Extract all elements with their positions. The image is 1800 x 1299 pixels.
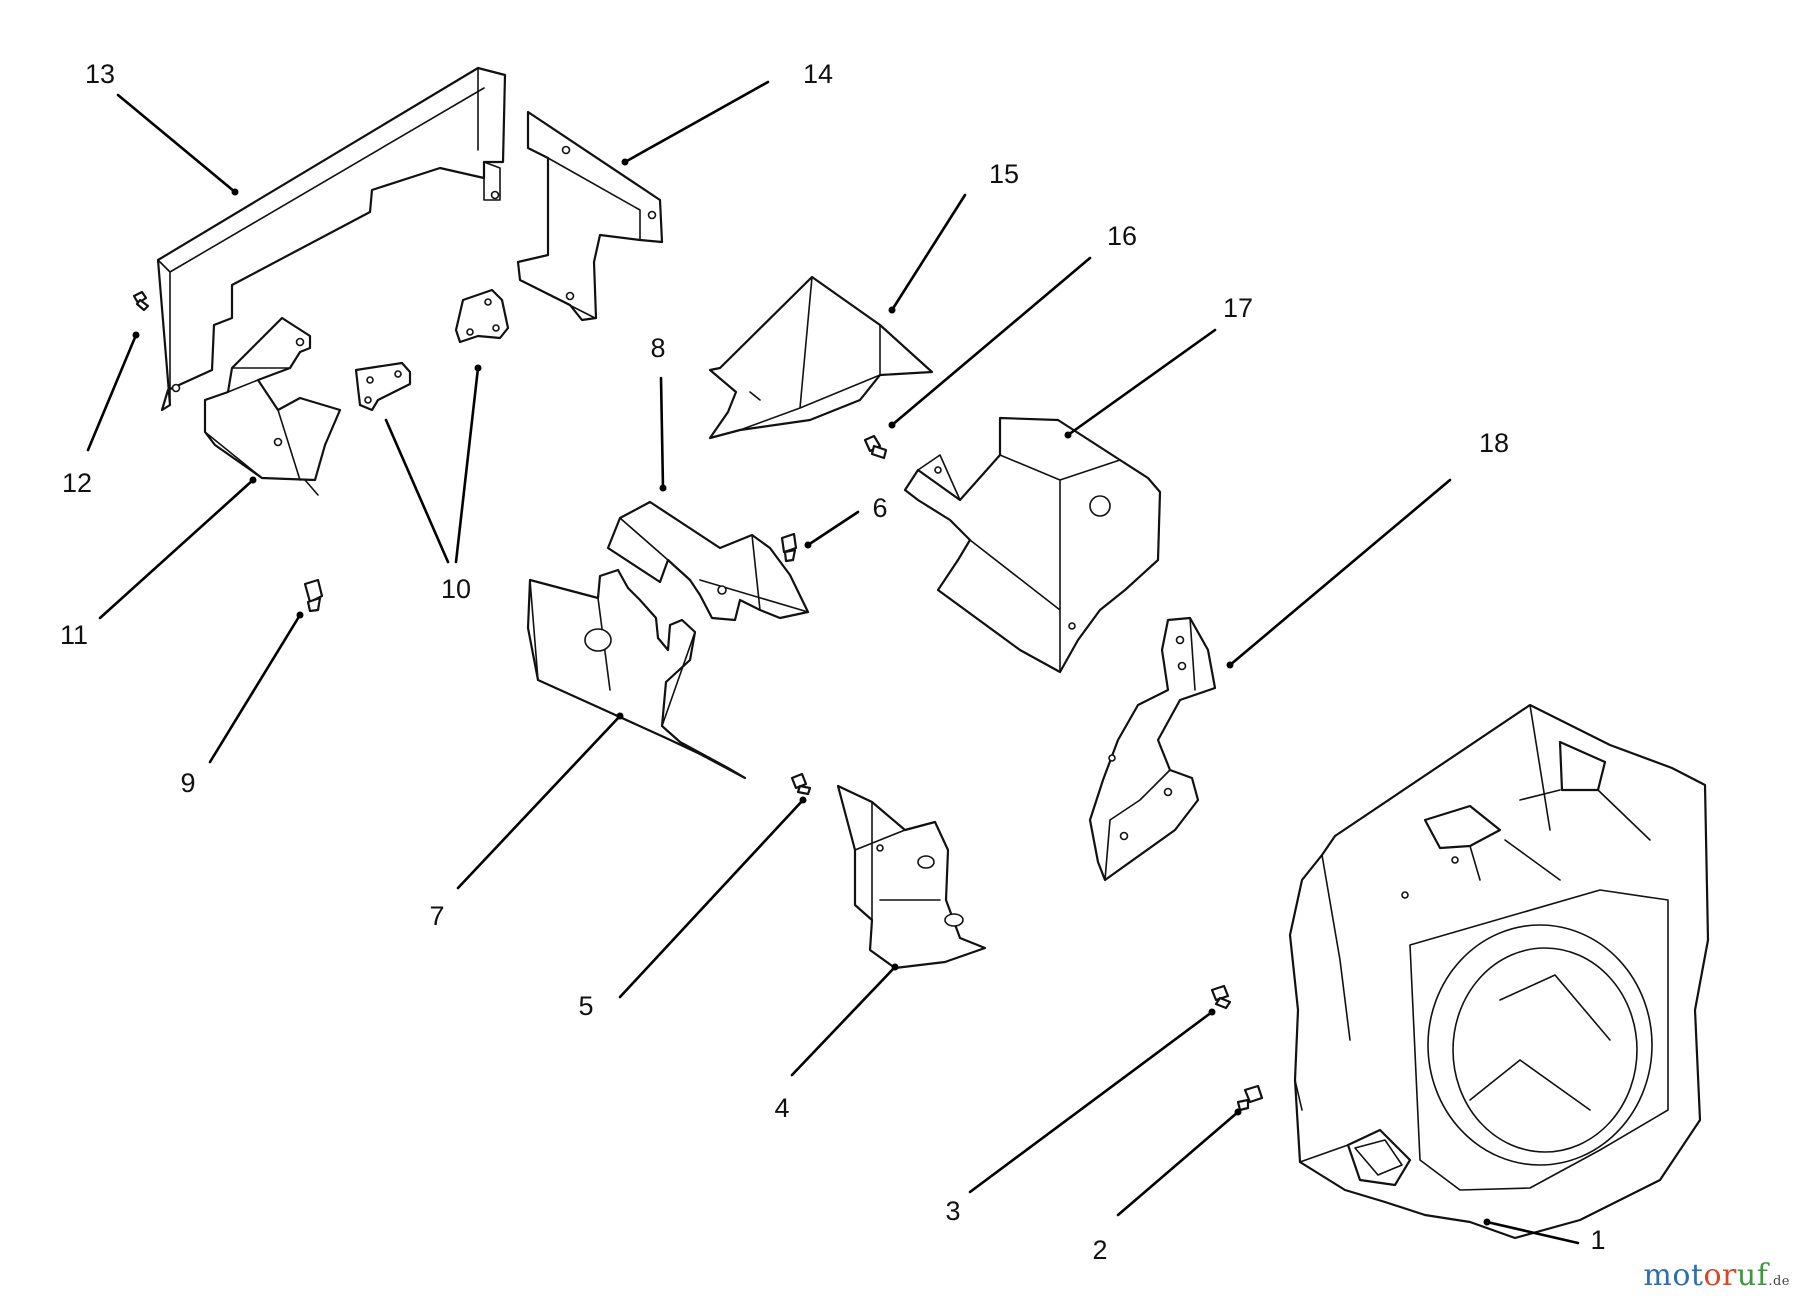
part-9-screw bbox=[303, 578, 324, 613]
watermark-part-c: uf bbox=[1736, 1258, 1769, 1293]
leader-18 bbox=[1228, 478, 1452, 667]
leader-10b bbox=[454, 366, 480, 564]
part-6-screw bbox=[780, 532, 798, 563]
part-3-screw bbox=[1210, 984, 1232, 1010]
callout-16: 16 bbox=[1107, 221, 1137, 251]
leader-9 bbox=[208, 613, 302, 764]
leader-16 bbox=[890, 256, 1092, 427]
callout-4: 4 bbox=[774, 1093, 789, 1123]
part-4-bracket bbox=[836, 784, 987, 970]
callout-6: 6 bbox=[872, 493, 887, 523]
part-17-air-guide bbox=[903, 416, 1162, 674]
part-5-screw bbox=[790, 772, 812, 796]
part-14-bracket bbox=[516, 110, 664, 322]
callout-7: 7 bbox=[429, 901, 444, 931]
leader-7 bbox=[456, 714, 622, 890]
callout-17: 17 bbox=[1223, 293, 1253, 323]
leader-12 bbox=[86, 333, 138, 452]
callout-12: 12 bbox=[62, 468, 92, 498]
leader-2 bbox=[1116, 1110, 1240, 1217]
callout-2: 2 bbox=[1092, 1235, 1107, 1265]
callout-3: 3 bbox=[945, 1196, 960, 1226]
leader-6 bbox=[806, 510, 860, 547]
part-11-bracket bbox=[203, 316, 342, 496]
callouts: 13 14 15 16 17 18 12 11 10 9 8 6 7 5 4 3… bbox=[60, 59, 1606, 1265]
watermark-part-a: mot bbox=[1643, 1258, 1704, 1293]
leader-1 bbox=[1485, 1220, 1580, 1245]
leader-5 bbox=[618, 798, 805, 999]
leader-10a bbox=[384, 418, 450, 564]
leader-13 bbox=[116, 93, 237, 194]
callout-1: 1 bbox=[1590, 1225, 1605, 1255]
leader-14 bbox=[623, 80, 770, 164]
leader-11 bbox=[98, 478, 255, 620]
leader-17 bbox=[1066, 328, 1217, 437]
callout-8: 8 bbox=[650, 333, 665, 363]
part-18-baffle bbox=[1088, 616, 1217, 882]
site-watermark: motoruf.de bbox=[1643, 1258, 1790, 1293]
callout-10: 10 bbox=[441, 574, 471, 604]
callout-15: 15 bbox=[989, 159, 1019, 189]
leader-8 bbox=[659, 376, 665, 490]
callout-14: 14 bbox=[803, 59, 833, 89]
callout-13: 13 bbox=[85, 59, 115, 89]
leader-3 bbox=[968, 1010, 1214, 1194]
leader-dots bbox=[132, 158, 1491, 1226]
leader-4 bbox=[790, 965, 897, 1077]
part-16-screw bbox=[863, 434, 888, 460]
watermark-part-b: or bbox=[1703, 1258, 1737, 1293]
leader-15 bbox=[890, 193, 967, 312]
part-15-shroud bbox=[708, 275, 934, 440]
part-8-bracket bbox=[606, 500, 810, 622]
callout-5: 5 bbox=[578, 991, 593, 1021]
part-10-plates bbox=[354, 288, 510, 412]
callout-11: 11 bbox=[60, 620, 88, 650]
callout-9: 9 bbox=[180, 768, 195, 798]
part-12-screw bbox=[132, 290, 150, 312]
part-13-rail bbox=[156, 66, 507, 412]
watermark-tld: .de bbox=[1768, 1274, 1790, 1289]
leader-lines bbox=[86, 80, 1580, 1245]
callout-18: 18 bbox=[1479, 428, 1509, 458]
part-1-blower-housing bbox=[1288, 703, 1710, 1240]
part-2-screw bbox=[1236, 1084, 1264, 1112]
part-7-cover bbox=[526, 568, 747, 780]
